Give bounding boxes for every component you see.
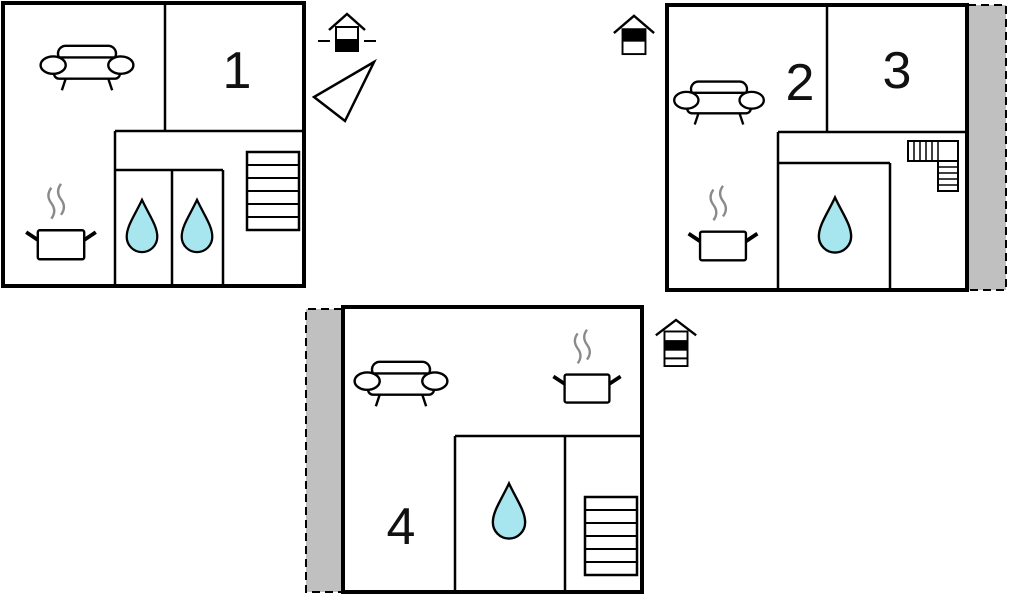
sofa-icon xyxy=(39,44,135,92)
bathroom-water-drop-icon xyxy=(125,198,159,254)
balcony-outline xyxy=(305,308,342,593)
staircase-icon xyxy=(583,495,639,577)
floor-level-house-icon xyxy=(316,12,378,53)
sofa-icon xyxy=(672,80,766,126)
balcony-terrace xyxy=(306,309,342,592)
floor-plan-level-2: 2 3 xyxy=(665,3,1007,292)
bedroom-number: 3 xyxy=(883,42,912,100)
kitchen-pot-icon xyxy=(24,181,98,262)
kitchen-pot-icon xyxy=(686,183,760,263)
staircase-icon xyxy=(245,150,301,232)
floor-plan-level-1: 1 xyxy=(1,1,306,288)
kitchen-pot-icon xyxy=(551,327,623,405)
compass-north-arrow-icon xyxy=(311,58,377,123)
bedroom-number: 4 xyxy=(387,498,416,556)
sofa-icon xyxy=(353,360,449,408)
floor-level-house-icon xyxy=(612,14,656,56)
outer-wall xyxy=(1,1,306,288)
balcony-outline xyxy=(968,4,1007,291)
bathroom-water-drop-icon xyxy=(491,482,527,540)
balcony-terrace xyxy=(968,5,1006,290)
bathroom-water-drop-icon xyxy=(817,196,853,254)
bedroom-number: 1 xyxy=(223,42,252,100)
floor-plan-level-0: 4 xyxy=(305,305,644,594)
outer-wall xyxy=(665,3,969,292)
bedroom-number: 2 xyxy=(786,54,815,112)
staircase-icon xyxy=(907,140,959,192)
outer-wall xyxy=(341,305,644,594)
bathroom-water-drop-icon xyxy=(180,198,214,254)
floor-level-house-icon xyxy=(654,318,698,368)
